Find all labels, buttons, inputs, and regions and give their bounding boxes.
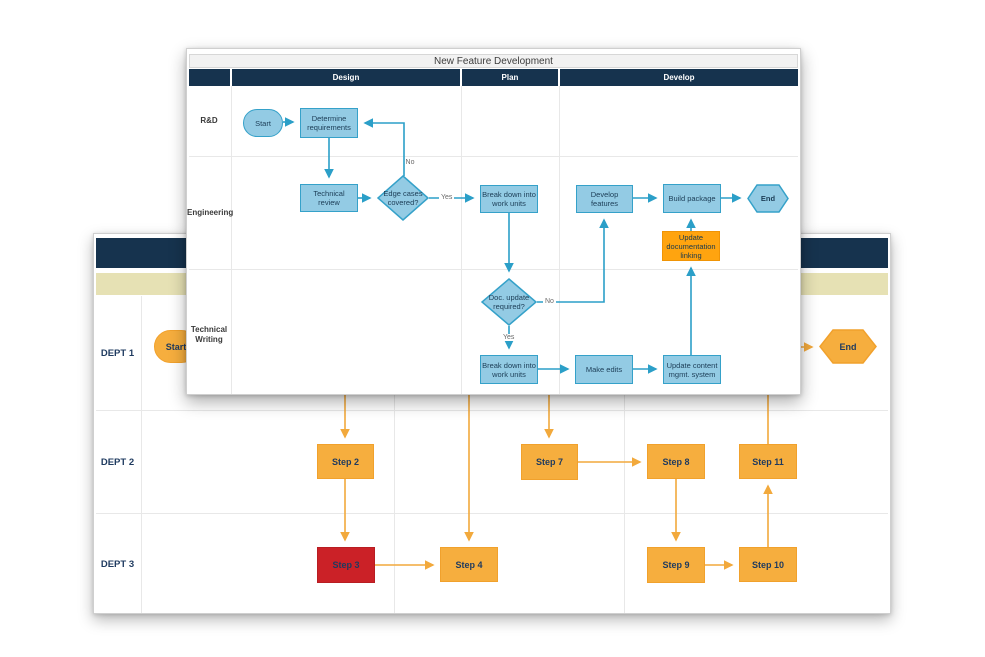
diamond-shape: [377, 175, 429, 221]
flow-node-edge-cases-covered[interactable]: Edge cases covered?: [377, 175, 429, 221]
flow-node-doc-update-label: Doc. update required?: [488, 293, 530, 311]
edge-label-no: No: [543, 298, 556, 305]
flow-node-step10[interactable]: Step 10: [739, 547, 797, 582]
column-header-design-label: Design: [332, 73, 360, 82]
flow-node-make-edits[interactable]: Make edits: [575, 355, 633, 384]
flow-node-update-documentation-linking[interactable]: Update documentation linking: [662, 231, 720, 261]
edge-label-yes: Yes: [501, 334, 517, 341]
lane-label-dept2: DEPT 2: [100, 457, 135, 468]
column-header-corner: [189, 69, 230, 86]
flow-node-develop-features[interactable]: Develop features: [576, 185, 633, 213]
edge-label-yes: Yes: [439, 194, 455, 201]
flow-node-update-content-mgmt-system[interactable]: Update content mgmt. system: [663, 355, 721, 384]
flow-node-step8[interactable]: Step 8: [647, 444, 705, 479]
foreground-connectors: [283, 117, 742, 374]
hexagon-shape: [819, 329, 877, 364]
diagram-title-bar: New Feature Development: [189, 54, 798, 68]
hexagon-shape: [747, 184, 789, 213]
flow-node-step2[interactable]: Step 2: [317, 444, 374, 479]
flow-node-step9[interactable]: Step 9: [647, 547, 705, 583]
flow-node-edge-cases-label: Edge cases covered?: [383, 189, 423, 207]
grid-line: [189, 269, 798, 270]
lane-label-dept1: DEPT 1: [100, 348, 135, 359]
column-header-plan: Plan: [462, 69, 558, 86]
flow-node-step4[interactable]: Step 4: [440, 547, 498, 582]
column-header-develop: Develop: [560, 69, 798, 86]
flow-node-doc-update-required[interactable]: Doc. update required?: [481, 278, 537, 326]
grid-line: [141, 296, 142, 613]
column-header-design: Design: [232, 69, 460, 86]
lane-label-rnd: R&D: [200, 116, 218, 125]
grid-line: [461, 86, 462, 394]
flow-node-end[interactable]: End: [747, 184, 789, 213]
flow-node-end-label: End: [839, 341, 857, 352]
lane-label-dept3: DEPT 3: [100, 559, 135, 570]
diagram-title: New Feature Development: [434, 55, 553, 67]
edge-label-no: No: [405, 159, 415, 166]
flow-node-technical-review[interactable]: Technical review: [300, 184, 358, 212]
grid-line: [96, 513, 888, 514]
flow-node-end-label: End: [760, 194, 776, 203]
column-header-develop-label: Develop: [663, 73, 695, 82]
flow-node-step7[interactable]: Step 7: [521, 444, 578, 480]
flow-node-determine-requirements[interactable]: Determine requirements: [300, 108, 358, 138]
grid-line: [394, 296, 395, 613]
lane-label-technical-writing: Technical Writing: [190, 325, 228, 345]
grid-line: [189, 156, 798, 157]
flow-node-break-down-work-units-tw[interactable]: Break down into work units: [480, 355, 538, 384]
grid-line: [624, 296, 625, 613]
column-header-plan-label: Plan: [501, 73, 519, 82]
lane-label-engineering: Engineering: [187, 208, 234, 217]
grid-line: [231, 86, 232, 394]
flow-node-break-down-work-units-eng[interactable]: Break down into work units: [480, 185, 538, 213]
grid-line: [559, 86, 560, 394]
flow-node-step3[interactable]: Step 3: [317, 547, 375, 583]
flow-node-start[interactable]: Start: [243, 109, 283, 137]
grid-line: [96, 410, 888, 411]
flow-node-build-package[interactable]: Build package: [663, 184, 721, 213]
foreground-flowchart-panel: New Feature Development Design Plan Deve…: [186, 48, 801, 395]
diamond-shape: [481, 278, 537, 326]
flow-node-end[interactable]: End: [819, 329, 877, 364]
flow-node-step11[interactable]: Step 11: [739, 444, 797, 479]
